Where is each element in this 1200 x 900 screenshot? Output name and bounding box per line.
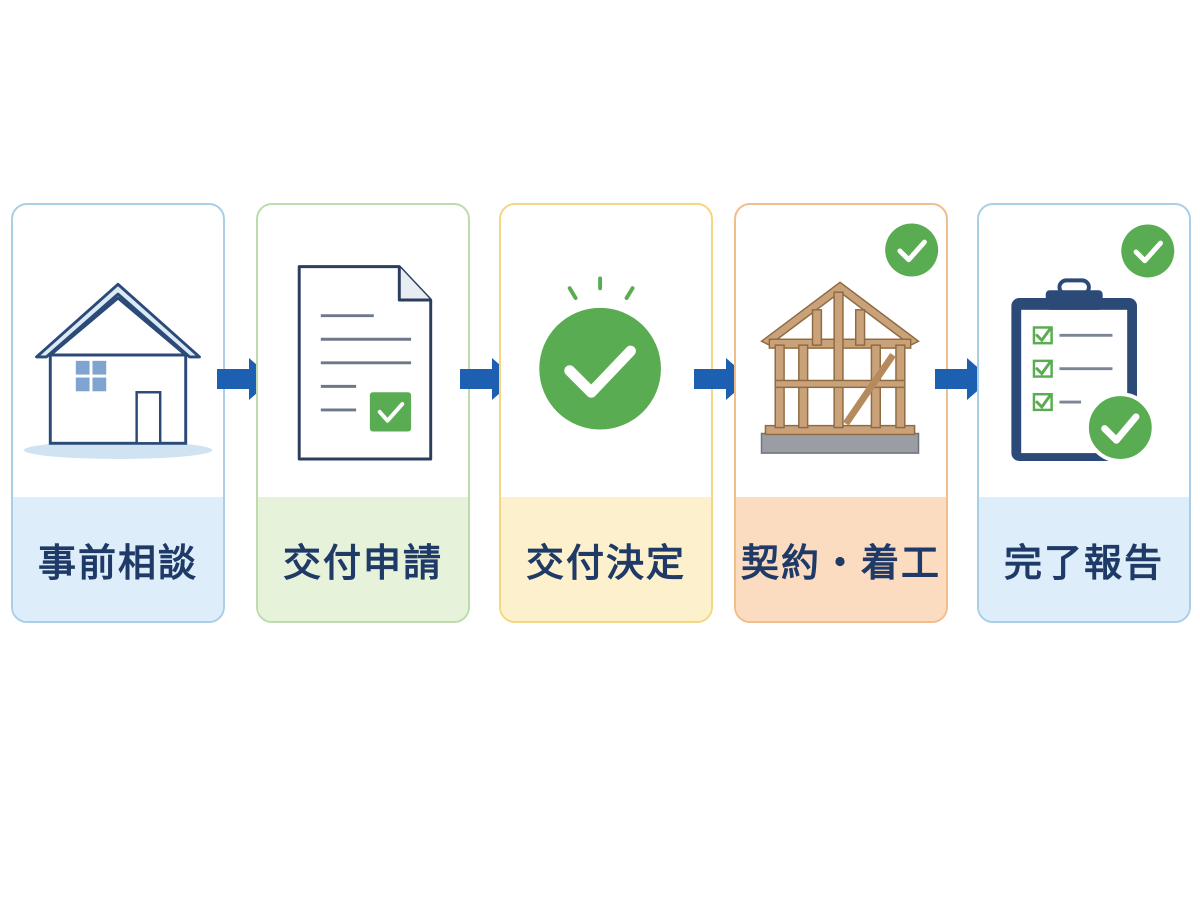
step-label: 事前相談 — [37, 540, 198, 585]
check-badge-icon — [1121, 224, 1175, 278]
document-check-icon — [297, 265, 433, 461]
step-label: 契約・着工 — [740, 540, 941, 585]
approval-check-icon — [539, 276, 661, 430]
step-label: 完了報告 — [1003, 540, 1164, 585]
step-card-completion: 完了報告 — [977, 203, 1191, 623]
step-card-consultation: 事前相談 — [11, 203, 225, 623]
clipboard-checklist-icon — [1011, 224, 1175, 463]
step-card-construction: 契約・着工 — [734, 203, 948, 623]
step-label-band: 事前相談 — [13, 497, 223, 621]
step-label-band: 完了報告 — [979, 497, 1189, 621]
step-label-band: 交付決定 — [501, 497, 711, 621]
step-label-band: 契約・着工 — [736, 497, 946, 621]
house-frame-icon — [760, 223, 939, 454]
step-label: 交付決定 — [525, 540, 686, 585]
step-card-application: 交付申請 — [256, 203, 470, 623]
house-icon — [23, 282, 213, 459]
step-card-decision: 交付決定 — [499, 203, 713, 623]
check-badge-icon — [885, 223, 939, 277]
step-label-band: 交付申請 — [258, 497, 468, 621]
step-label: 交付申請 — [282, 540, 443, 585]
